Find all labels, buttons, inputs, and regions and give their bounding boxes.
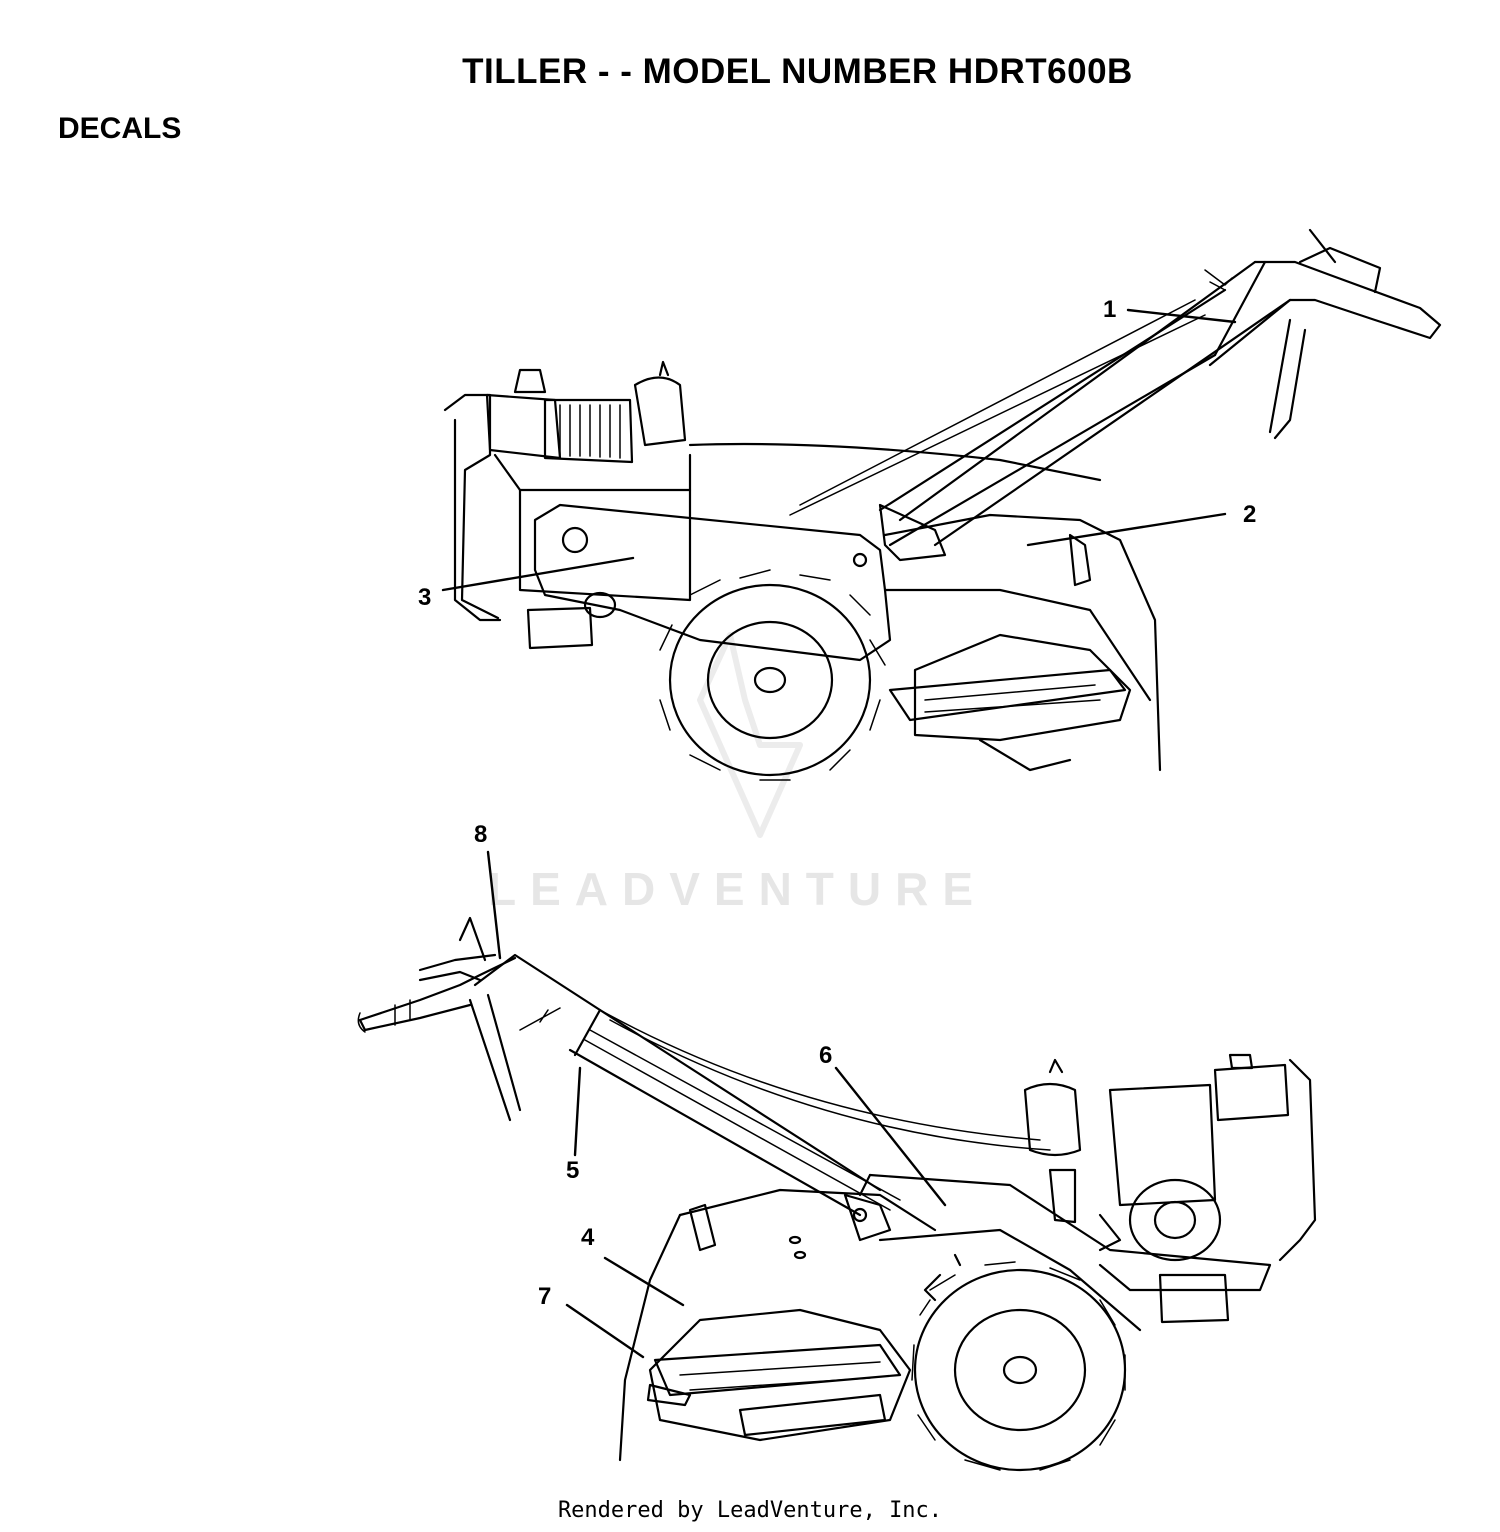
callout-6: 6 xyxy=(819,1042,833,1069)
callout-7: 7 xyxy=(538,1283,552,1310)
callout-8: 8 xyxy=(474,821,488,848)
watermark-logo xyxy=(697,632,803,838)
footer-credit: Rendered by LeadVenture, Inc. xyxy=(557,1498,943,1523)
leaders-bottom xyxy=(486,850,947,1359)
callout-2: 2 xyxy=(1243,501,1257,528)
callout-5: 5 xyxy=(566,1157,580,1184)
callout-1: 1 xyxy=(1103,296,1117,323)
callout-4: 4 xyxy=(581,1224,595,1251)
callout-3: 3 xyxy=(418,584,432,611)
tiller-top-view xyxy=(443,228,1442,781)
leaders-top xyxy=(441,308,1237,592)
section-heading: DECALS xyxy=(58,112,182,145)
watermark-text: LEADVENTURE xyxy=(488,863,988,915)
tiller-bottom-view xyxy=(357,916,1317,1472)
page-title: TILLER - - MODEL NUMBER HDRT600B xyxy=(462,52,1133,91)
